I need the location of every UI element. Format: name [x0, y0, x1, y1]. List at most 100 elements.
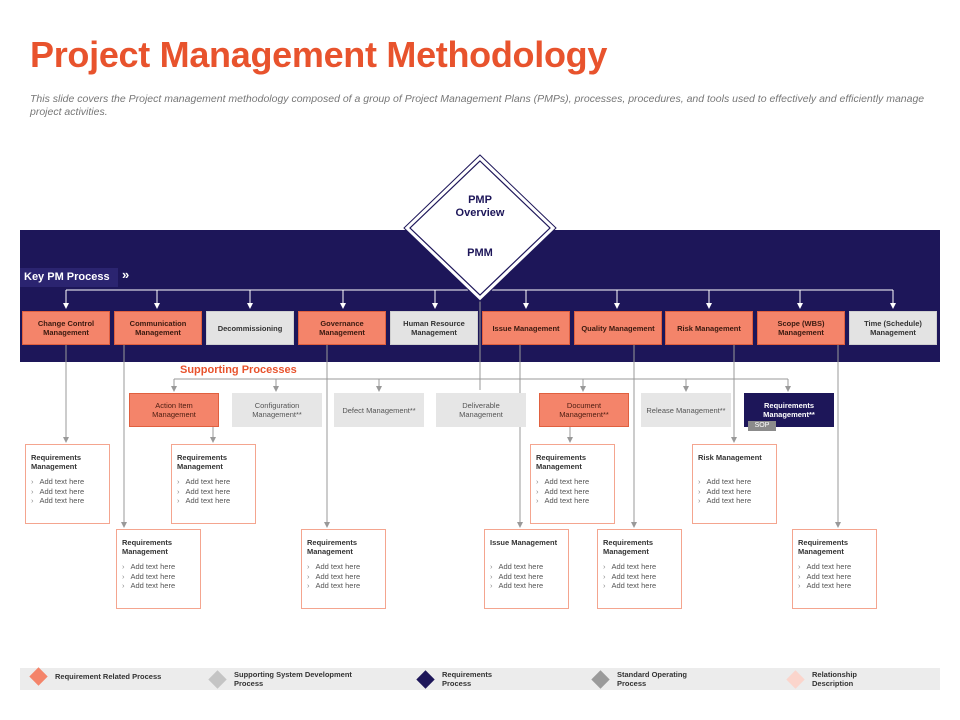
card-item: ›Add text here	[603, 562, 657, 571]
card-item-text: Add text here	[130, 562, 176, 571]
card-item-text: Add text here	[806, 571, 852, 581]
card-item: ›Add text here	[122, 571, 176, 581]
legend-item-supporting-system: Supporting System Development Process	[208, 669, 364, 689]
legend-item-standard-operating: Standard Operating Process	[591, 669, 697, 689]
card-requirements-5: Requirements Management ›Add text here ›…	[301, 529, 386, 609]
card-item: ›Add text here	[122, 581, 176, 591]
legend-label: Requirement Related Process	[55, 672, 162, 681]
key-process-decommissioning[interactable]: Decommissioning	[206, 311, 294, 345]
card-item: ›Add text here	[536, 486, 590, 496]
card-item-text: Add text here	[706, 496, 752, 506]
card-item: ›Add text here	[307, 571, 361, 581]
double-chevron-icon: »	[122, 267, 130, 282]
card-item-text: Add text here	[185, 486, 231, 496]
card-requirements-7: Requirements Management ›Add text here ›…	[792, 529, 877, 609]
card-item-text: Add text here	[706, 486, 752, 496]
card-item: ›Add text here	[490, 562, 544, 571]
card-item: ›Add text here	[490, 581, 544, 591]
card-item-text: Add text here	[315, 581, 361, 591]
card-item-text: Add text here	[185, 477, 231, 486]
card-item-text: Add text here	[806, 562, 852, 571]
card-item-text: Add text here	[498, 581, 544, 591]
page-subtitle: This slide covers the Project management…	[30, 93, 925, 118]
legend-item-requirements-process: Requirements Process	[416, 669, 502, 689]
legend-bar	[20, 668, 940, 690]
card-item: ›Add text here	[536, 496, 590, 506]
legend-label: Relationship Description	[812, 670, 858, 688]
card-item-text: Add text here	[39, 496, 85, 506]
card-risk: Risk Management ›Add text here ›Add text…	[692, 444, 777, 524]
card-requirements-1: Requirements Management ›Add text here ›…	[25, 444, 110, 524]
diamond-icon	[208, 669, 227, 689]
card-item-text: Add text here	[544, 496, 590, 506]
card-item-text: Add text here	[315, 571, 361, 581]
card-requirements-3: Requirements Management ›Add text here ›…	[530, 444, 615, 524]
card-title: Requirements Management	[31, 453, 82, 471]
card-item-text: Add text here	[544, 477, 590, 486]
card-requirements-6: Requirements Management ›Add text here ›…	[597, 529, 682, 609]
card-item: ›Add text here	[698, 486, 752, 496]
key-process-time[interactable]: Time (Schedule) Management	[849, 311, 937, 345]
card-item: ›Add text here	[177, 486, 231, 496]
card-title: Requirements Management	[307, 538, 358, 556]
card-item: ›Add text here	[490, 571, 544, 581]
supporting-release[interactable]: Release Management**	[641, 393, 731, 427]
card-title: Requirements Management	[122, 538, 173, 556]
card-item-text: Add text here	[185, 496, 231, 506]
card-item-text: Add text here	[498, 571, 544, 581]
diamond-icon	[786, 669, 805, 689]
card-item: ›Add text here	[31, 486, 85, 496]
card-item: ›Add text here	[603, 571, 657, 581]
card-title: Requirements Management	[798, 538, 849, 556]
sop-badge: SOP	[748, 421, 776, 431]
card-item-text: Add text here	[611, 571, 657, 581]
diamond-pmp-overview: PMP Overview	[430, 194, 530, 220]
card-item-text: Add text here	[544, 486, 590, 496]
key-process-quality[interactable]: Quality Management	[574, 311, 662, 345]
card-item-text: Add text here	[39, 486, 85, 496]
supporting-defect[interactable]: Defect Management**	[334, 393, 424, 427]
legend-label: Requirements Process	[442, 670, 493, 688]
card-item: ›Add text here	[698, 477, 752, 486]
card-title: Risk Management	[698, 453, 762, 462]
diamond-line-pmp: PMP	[468, 194, 492, 206]
diamond-icon	[416, 669, 435, 689]
key-process-governance[interactable]: Governance Management	[298, 311, 386, 345]
card-item: ›Add text here	[31, 496, 85, 506]
supporting-deliverable[interactable]: Deliverable Management	[436, 393, 526, 427]
card-item: ›Add text here	[122, 562, 176, 571]
card-item: ›Add text here	[307, 562, 361, 571]
diamond-line-overview: Overview	[455, 207, 505, 219]
key-process-change-control[interactable]: Change Control Management	[22, 311, 110, 345]
key-process-communication[interactable]: Communication Management	[114, 311, 202, 345]
supporting-processes-title: Supporting Processes	[180, 364, 297, 376]
card-item: ›Add text here	[603, 581, 657, 591]
supporting-configuration[interactable]: Configuration Management**	[232, 393, 322, 427]
card-title: Requirements Management	[603, 538, 654, 556]
card-item: ›Add text here	[698, 496, 752, 506]
legend-item-relationship: Relationship Description	[786, 669, 872, 689]
card-item: ›Add text here	[798, 571, 852, 581]
card-title: Requirements Management	[177, 453, 228, 471]
page-title: Project Management Methodology	[30, 34, 608, 75]
card-item-text: Add text here	[315, 562, 361, 571]
card-requirements-2: Requirements Management ›Add text here ›…	[171, 444, 256, 524]
card-item: ›Add text here	[307, 581, 361, 591]
card-item: ›Add text here	[798, 581, 852, 591]
legend-label: Standard Operating Process	[617, 670, 688, 688]
card-item-text: Add text here	[806, 581, 852, 591]
key-process-scope[interactable]: Scope (WBS) Management	[757, 311, 845, 345]
key-process-risk[interactable]: Risk Management	[665, 311, 753, 345]
key-process-issue[interactable]: Issue Management	[482, 311, 570, 345]
card-item-text: Add text here	[706, 477, 752, 486]
card-title: Issue Management	[490, 538, 558, 547]
card-title: Requirements Management	[536, 453, 587, 471]
card-item-text: Add text here	[498, 562, 544, 571]
card-item-text: Add text here	[130, 571, 176, 581]
key-process-human-resource[interactable]: Human Resource Management	[390, 311, 478, 345]
legend-item-requirement-related: Requirement Related Process	[29, 667, 162, 686]
supporting-action-item[interactable]: Action Item Management	[129, 393, 219, 427]
supporting-document[interactable]: Document Management**	[539, 393, 629, 427]
diamond-icon	[591, 669, 610, 689]
